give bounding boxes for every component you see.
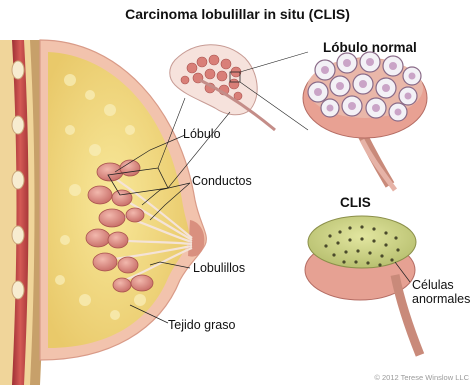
- clis-lobule: [305, 216, 420, 355]
- label-celulas-line1: Células: [412, 278, 470, 292]
- label-celulas-anormales: Células anormales: [412, 278, 470, 306]
- enlarged-lobule: [170, 45, 275, 130]
- label-lobulo: Lóbulo: [183, 127, 221, 141]
- copyright-credit: © 2012 Terese Winslow LLC: [374, 373, 469, 382]
- label-conductos: Conductos: [192, 174, 252, 188]
- label-lobulillos: Lobulillos: [193, 261, 245, 275]
- label-clis: CLIS: [340, 195, 371, 210]
- label-tejido-graso: Tejido graso: [168, 318, 235, 332]
- label-lobulo-normal: Lóbulo normal: [323, 40, 417, 55]
- normal-lobule: [303, 52, 427, 190]
- breast-cross-section: [0, 40, 206, 385]
- diagram-title: Carcinoma lobulillar in situ (CLIS): [0, 6, 475, 22]
- label-celulas-line2: anormales: [412, 292, 470, 306]
